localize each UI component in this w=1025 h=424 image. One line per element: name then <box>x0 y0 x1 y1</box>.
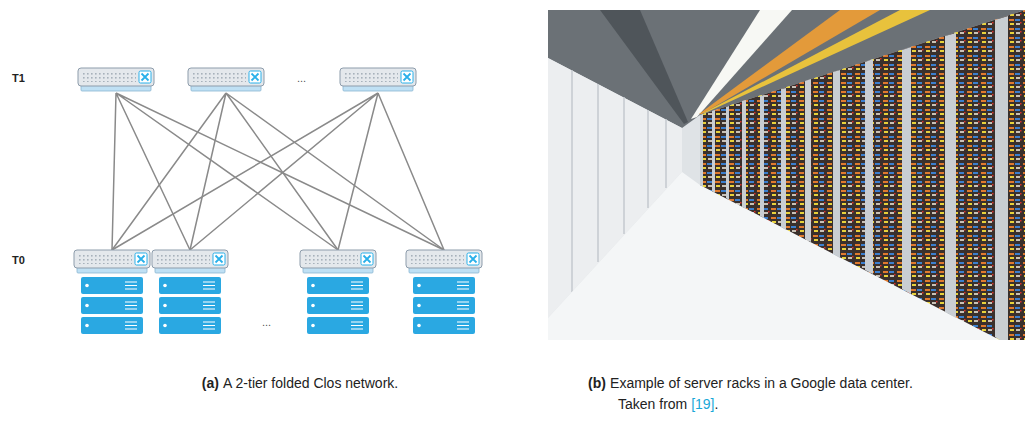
caption-a: (a)A 2-tier folded Clos network. <box>150 373 450 394</box>
rack-stacks <box>74 250 482 334</box>
tier-label: T1 <box>12 72 25 84</box>
ellipsis: ... <box>297 72 306 84</box>
caption-text: A 2-tier folded Clos network. <box>223 375 398 391</box>
citation: [19] <box>691 396 714 412</box>
datacenter-photo <box>548 10 1025 340</box>
caption-text: Example of server racks in a Google data… <box>610 375 913 412</box>
caption-tag: (b) <box>588 375 606 391</box>
caption-b: (b)Example of server racks in a Google d… <box>588 373 918 415</box>
spine-switches <box>78 68 416 91</box>
tier-label: T0 <box>12 254 25 266</box>
ellipsis: ... <box>262 316 271 328</box>
caption-tag: (a) <box>202 375 219 391</box>
clos-links <box>112 93 444 250</box>
caption-text: . <box>715 396 719 412</box>
